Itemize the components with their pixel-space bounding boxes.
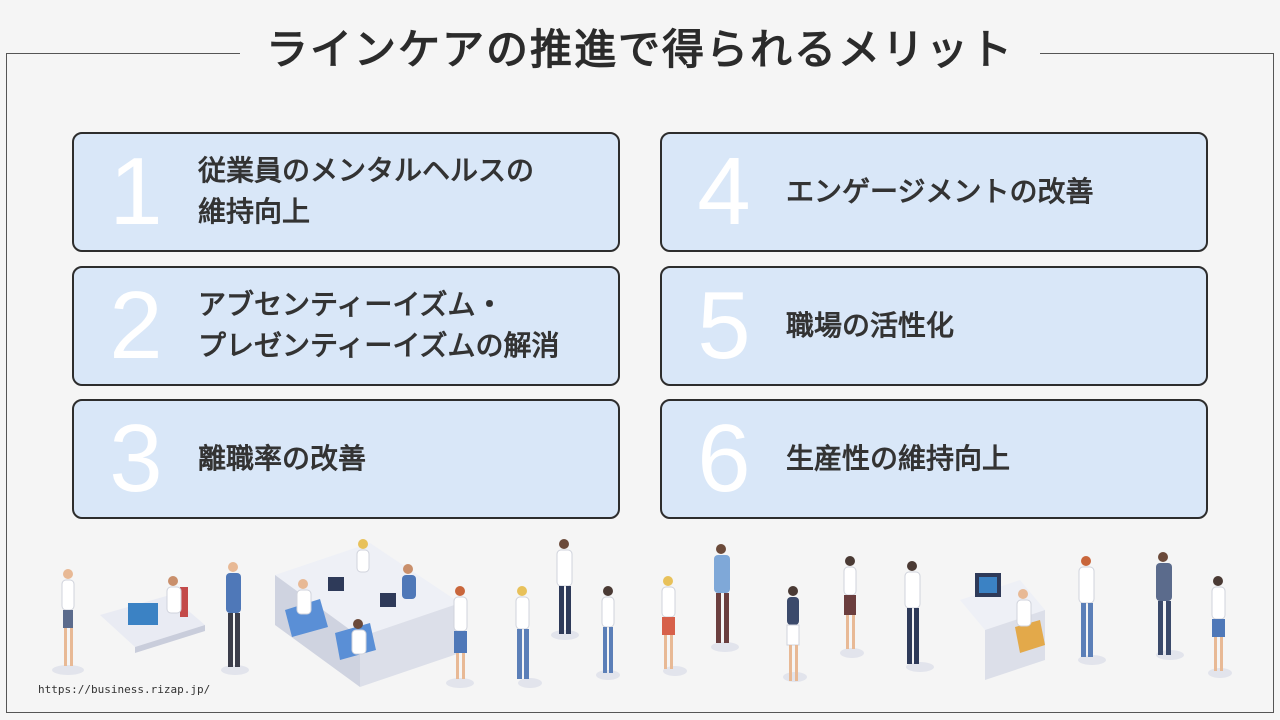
merit-card-4: 4 エンゲージメントの改善 — [660, 132, 1208, 252]
merit-label: 職場の活性化 — [786, 308, 955, 342]
page-title: ラインケアの推進で得られるメリット — [239, 22, 1041, 78]
office-people-illustration — [52, 539, 1232, 688]
people-figures — [61, 539, 1226, 681]
desk-right — [960, 573, 1045, 680]
desk-left — [100, 587, 205, 653]
merit-card-5: 5 職場の活性化 — [660, 266, 1208, 386]
merit-label: 従業員のメンタルヘルスの 維持向上 — [198, 154, 535, 228]
merit-number: 4 — [697, 138, 751, 245]
merit-label: アブセンティーイズム・ プレゼンティーイズムの解消 — [198, 288, 560, 362]
merit-number: 5 — [697, 272, 751, 379]
merit-number: 1 — [109, 138, 163, 245]
merit-card-2: 2 アブセンティーイズム・ プレゼンティーイズムの解消 — [72, 266, 620, 386]
desk-center — [275, 543, 460, 687]
merit-card-3: 3 離職率の改善 — [72, 399, 620, 519]
merit-label: 離職率の改善 — [198, 441, 367, 475]
merit-number: 2 — [109, 272, 163, 379]
title-area: ラインケアの推進で得られるメリット — [0, 0, 1280, 100]
merit-card-6: 6 生産性の維持向上 — [660, 399, 1208, 519]
source-url: https://business.rizap.jp/ — [38, 683, 211, 696]
merit-number: 3 — [109, 405, 163, 512]
merit-number: 6 — [697, 405, 751, 512]
merit-label: エンゲージメントの改善 — [786, 174, 1094, 208]
merit-card-1: 1 従業員のメンタルヘルスの 維持向上 — [72, 132, 620, 252]
merit-label: 生産性の維持向上 — [786, 441, 1011, 475]
